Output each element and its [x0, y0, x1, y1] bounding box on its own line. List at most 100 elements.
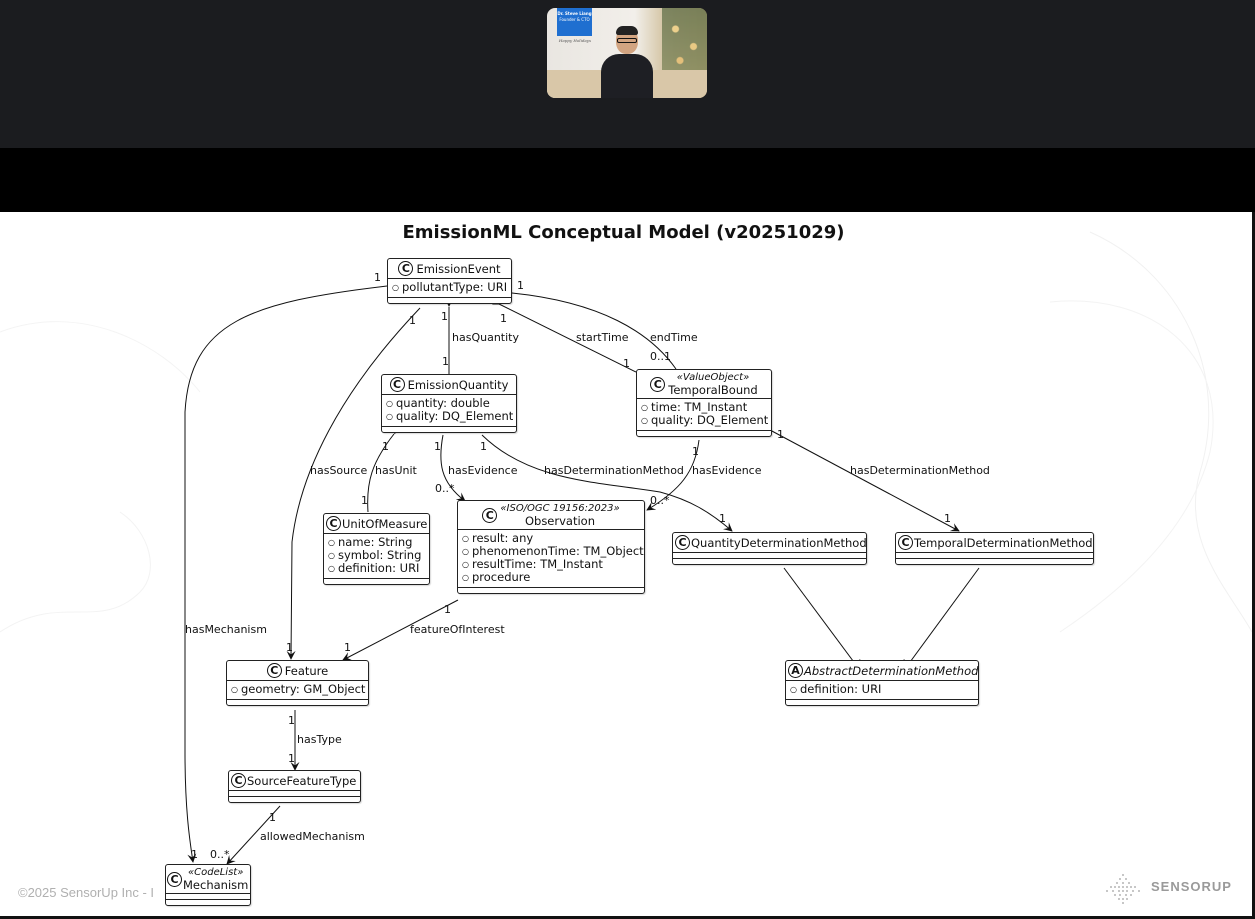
edge-label-has-source: hasSource	[310, 464, 368, 477]
multiplicity: 1	[361, 494, 368, 507]
class-attribute: definition: URI	[790, 683, 974, 696]
edge-label-feature-of-interest: featureOfInterest	[410, 623, 505, 636]
multiplicity: 1	[269, 811, 276, 824]
edge-has-mechanism	[184, 285, 388, 863]
edge-label-eq-has-evidence: hasEvidence	[448, 464, 518, 477]
participant-video-tile[interactable]: Dr. Steve Liang Founder & CTO Happy Holi…	[547, 8, 707, 98]
multiplicity: 1	[719, 512, 726, 525]
class-kind-icon: C	[398, 261, 414, 276]
multiplicity: 1	[480, 440, 487, 453]
class-name: Feature	[284, 663, 329, 678]
edge-allowed-mechanism	[226, 805, 281, 865]
edge-label-has-unit: hasUnit	[375, 464, 417, 477]
class-attribute: phenomenonTime: TM_Object	[462, 545, 644, 558]
class-attributes-compartment	[896, 552, 1093, 558]
participant-tagline: Happy Holidays	[558, 38, 592, 43]
class-operations-compartment	[673, 558, 866, 564]
class-name: UnitOfMeasure	[342, 516, 428, 531]
class-name: TemporalBound	[668, 383, 758, 397]
multiplicity: 1	[286, 641, 293, 654]
class-attributes-compartment	[166, 893, 250, 899]
person-glasses	[617, 38, 637, 43]
class-attribute: quality: DQ_Element	[641, 414, 768, 427]
participant-role: Founder & CTO	[559, 17, 590, 22]
multiplicity: 1	[374, 271, 381, 284]
class-attribute: geometry: GM_Object	[231, 683, 365, 696]
multiplicity: 1	[434, 440, 441, 453]
class-name: EmissionEvent	[416, 261, 501, 276]
uml-edges	[184, 285, 980, 865]
class-kind-icon: C	[898, 535, 913, 550]
class-operations-compartment	[166, 899, 250, 905]
christmas-tree-background	[662, 8, 707, 78]
edge-label-allowed-mechanism: allowedMechanism	[260, 830, 365, 843]
class-kind-icon: C	[482, 507, 498, 523]
class-name: Mechanism	[183, 878, 249, 892]
participant-name: Dr. Steve Liang	[557, 11, 592, 16]
class-operations-compartment	[227, 699, 368, 705]
class-stereotype: «ValueObject»	[676, 372, 750, 383]
class-attributes-compartment	[229, 790, 360, 796]
multiplicity: 0..1	[650, 350, 671, 363]
class-kind-icon: C	[231, 773, 246, 788]
person-body	[601, 54, 653, 98]
class-kind-icon: C	[326, 516, 341, 531]
edge-end-time	[512, 293, 677, 370]
class-attribute: procedure	[462, 571, 640, 584]
class-mechanism[interactable]: C«CodeList»Mechanism	[165, 864, 251, 906]
class-name: EmissionQuantity	[407, 377, 509, 392]
class-temporal-bound[interactable]: C«ValueObject»TemporalBound time: TM_Ins…	[636, 369, 772, 437]
class-attribute: time: TM_Instant	[641, 401, 767, 414]
class-observation[interactable]: C«ISO/OGC 19156:2023»Observation result:…	[457, 500, 645, 594]
class-operations-compartment	[786, 699, 978, 705]
person-hair	[616, 26, 638, 35]
class-stereotype: «CodeList»	[187, 867, 244, 878]
class-operations-compartment	[324, 578, 429, 584]
edge-tb-has-determination-method	[769, 429, 960, 532]
multiplicity: 1	[444, 603, 451, 616]
edge-eq-has-evidence	[440, 434, 466, 502]
participant-person	[601, 26, 653, 98]
class-name: SourceFeatureType	[247, 773, 357, 788]
edge-label-tb-has-determination-method: hasDeterminationMethod	[850, 464, 990, 477]
multiplicity: 1	[441, 310, 448, 323]
class-attributes-compartment	[673, 552, 866, 558]
multiplicity: 1	[442, 355, 449, 368]
class-stereotype: «ISO/OGC 19156:2023»	[500, 503, 620, 514]
class-attribute: name: String	[328, 536, 425, 549]
class-attribute: result: any	[462, 532, 640, 545]
edge-has-unit	[367, 425, 401, 513]
class-attribute: quality: DQ_Element	[386, 410, 513, 423]
class-name: AbstractDeterminationMethod	[804, 663, 979, 678]
multiplicity: 1	[500, 312, 507, 325]
class-operations-compartment	[458, 587, 644, 593]
multiplicity: 1	[777, 428, 784, 441]
class-kind-icon: C	[675, 535, 690, 550]
edge-label-has-mechanism: hasMechanism	[185, 623, 267, 636]
edge-label-tb-has-evidence: hasEvidence	[692, 464, 762, 477]
class-name: TemporalDeterminationMethod	[914, 535, 1093, 550]
slide-border-right	[1252, 212, 1255, 919]
slide-border-bottom	[0, 916, 1255, 919]
edge-tb-has-evidence	[646, 439, 700, 511]
edge-label-eq-has-determination-method: hasDeterminationMethod	[544, 464, 684, 477]
edge-generalization-temporal	[902, 567, 980, 673]
multiplicity: 1	[191, 848, 198, 861]
edge-label-end-time: endTime	[650, 331, 698, 344]
meeting-spacer-band	[0, 148, 1255, 212]
abstract-kind-icon: A	[788, 663, 803, 678]
multiplicity: 1	[517, 279, 524, 292]
multiplicity: 1	[409, 314, 416, 327]
edge-generalization-quantity	[783, 567, 862, 673]
multiplicity: 1	[623, 357, 630, 370]
class-operations-compartment	[229, 796, 360, 802]
diagram-title: EmissionML Conceptual Model (v20251029)	[402, 222, 845, 243]
